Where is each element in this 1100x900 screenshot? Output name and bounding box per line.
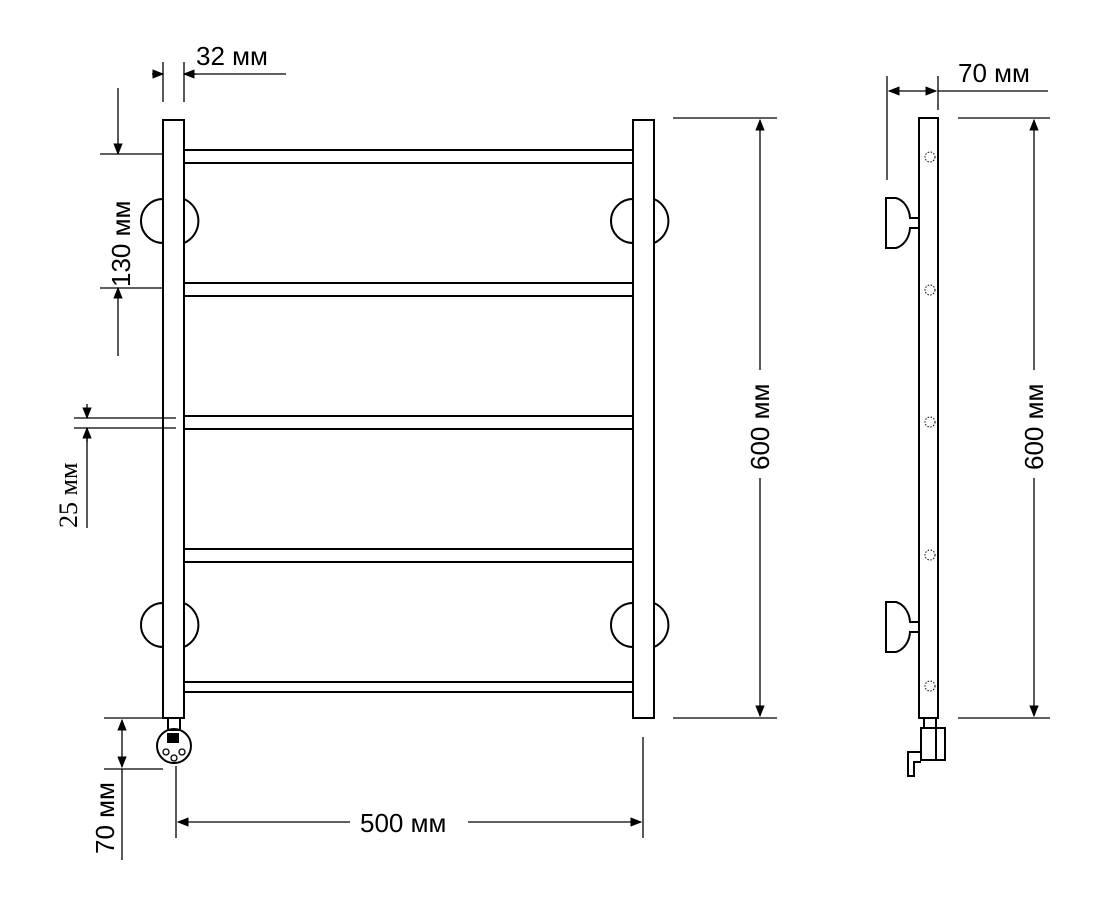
side-heater: [907, 717, 946, 777]
side-rung-end: [924, 549, 936, 561]
side-rung-end: [924, 416, 936, 428]
right-post: [632, 119, 655, 719]
side-rung-end: [924, 151, 936, 163]
rung-2: [183, 295, 634, 417]
bracket-bottom-left: [140, 602, 200, 648]
rung-1: [183, 162, 634, 284]
dim-height-side: 600 мм: [958, 117, 1050, 719]
dim-heater-offset: 70 мм: [90, 717, 163, 860]
label-rung-gap: 25 мм: [54, 463, 83, 528]
side-rung-end: [924, 680, 936, 692]
label-width: 500 мм: [360, 808, 446, 838]
side-view: 70 мм 600 мм: [885, 58, 1050, 777]
bracket-bottom-right: [610, 602, 670, 648]
side-bracket-top: [885, 197, 920, 249]
dim-height-front: 600 мм: [673, 117, 777, 719]
rung-3: [183, 428, 634, 550]
label-depth: 70 мм: [958, 58, 1030, 88]
dim-top-bracket: 130 мм: [100, 88, 163, 356]
side-rung-end: [924, 284, 936, 296]
side-bracket-bottom: [885, 601, 920, 653]
left-post: [162, 119, 185, 719]
dim-rung-gap: 25 мм: [54, 404, 176, 528]
label-height-front: 600 мм: [745, 384, 775, 470]
label-heater-offset: 70 мм: [90, 782, 120, 854]
dim-depth: 70 мм: [886, 58, 1048, 180]
label-bar-width: 32 мм: [196, 41, 268, 71]
heater-element: [156, 717, 192, 764]
label-height-side: 600 мм: [1019, 384, 1049, 470]
side-post: [918, 117, 939, 719]
rung-4: [183, 561, 634, 683]
bracket-top-right: [610, 198, 670, 244]
dim-width: 500 мм: [175, 737, 644, 838]
dim-bar-width: 32 мм: [152, 41, 286, 102]
bracket-top-left: [140, 198, 200, 244]
label-top-bracket: 130 мм: [106, 201, 136, 287]
front-view: 32 мм 130 мм 25 мм 600 мм: [54, 41, 777, 860]
